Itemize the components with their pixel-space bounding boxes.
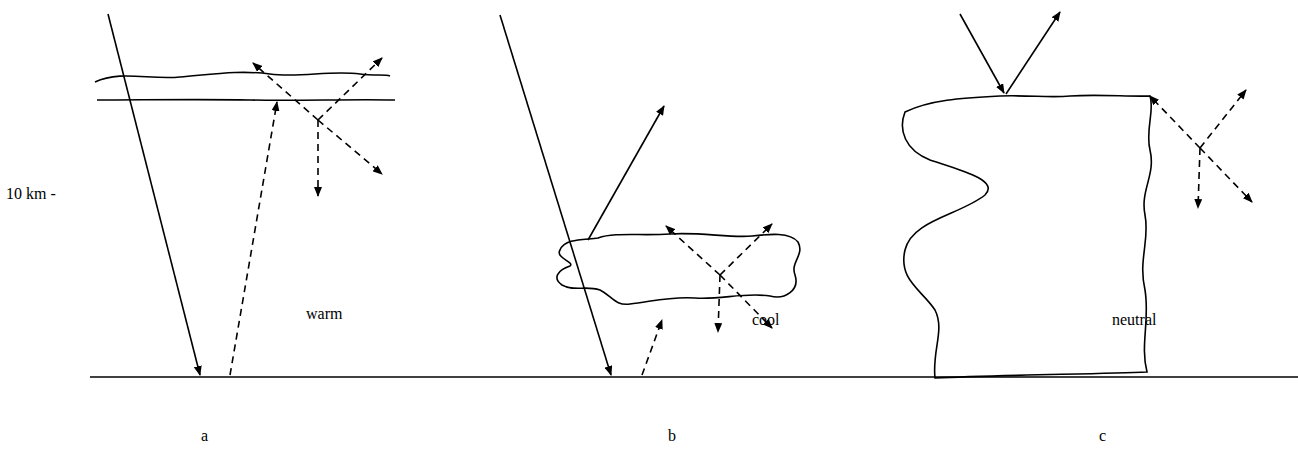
panel-letter: c — [1099, 428, 1106, 444]
panel-letter: a — [201, 428, 208, 444]
effect-label: neutral — [1112, 312, 1156, 328]
effect-label: warm — [306, 306, 342, 322]
effect-label: cool — [752, 312, 780, 328]
panel-letter: b — [668, 428, 676, 444]
height-marker: 10 km - — [6, 186, 56, 202]
